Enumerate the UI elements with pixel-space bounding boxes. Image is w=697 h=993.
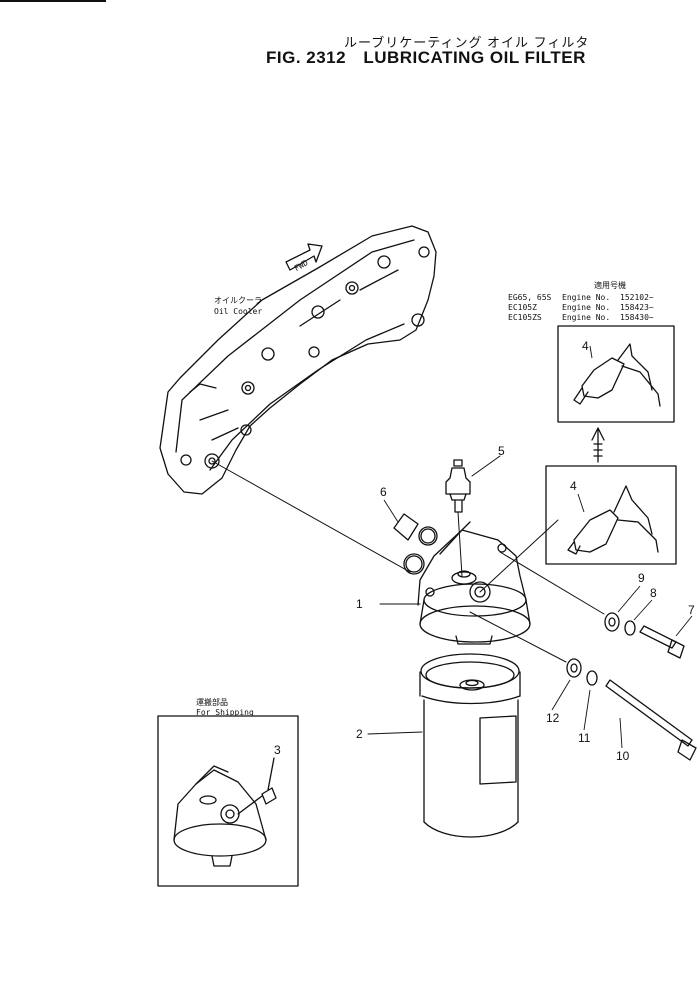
bolt-part-10 bbox=[605, 679, 697, 761]
washer-part-8 bbox=[624, 620, 636, 636]
applicability-engine: Engine No. bbox=[562, 293, 610, 302]
callout-8: 8 bbox=[650, 586, 657, 600]
oil-cooler-label: Oil Cooler bbox=[214, 307, 262, 316]
callout-9: 9 bbox=[638, 571, 645, 585]
washer-part-9 bbox=[604, 612, 620, 632]
washer-part-11 bbox=[586, 670, 598, 686]
callout-4-lower: 4 bbox=[570, 479, 577, 493]
applicability-model: EG65, 65S bbox=[508, 293, 552, 302]
applicability-table: EG65, 65S Engine No. 152102~ EC105Z Engi… bbox=[508, 293, 654, 322]
bolt-part-7 bbox=[639, 625, 685, 659]
page-title-japanese: ルーブリケーティング オイル フィルタ bbox=[344, 35, 590, 50]
assembly-leader-lines bbox=[211, 455, 605, 735]
pressure-switch-part-5 bbox=[445, 459, 471, 513]
callout-11: 11 bbox=[578, 731, 591, 745]
inset-sensor-lower bbox=[545, 465, 677, 565]
callout-1: 1 bbox=[356, 597, 363, 611]
callout-4-upper: 4 bbox=[582, 339, 589, 353]
applicability-serial: 158430~ bbox=[620, 313, 654, 322]
fwd-arrow bbox=[285, 243, 323, 271]
o-rings-part-6 bbox=[393, 513, 438, 575]
shipping-label-jp: 運搬部品 bbox=[196, 697, 228, 707]
callout-5: 5 bbox=[498, 444, 505, 458]
callout-10: 10 bbox=[616, 749, 630, 763]
shipping-label: For Shipping bbox=[196, 708, 254, 717]
serial-header-jp: 適用号機 bbox=[594, 280, 626, 290]
filter-element-part-2 bbox=[419, 653, 521, 838]
applicability-serial: 158423~ bbox=[620, 303, 654, 312]
upgrade-arrow bbox=[591, 427, 605, 463]
filter-head-part-1 bbox=[417, 521, 531, 645]
page-title: FIG. 2312 LUBRICATING OIL FILTER bbox=[266, 48, 598, 68]
inset-shipping bbox=[157, 715, 299, 887]
callout-7: 7 bbox=[688, 603, 695, 617]
callout-2: 2 bbox=[356, 727, 363, 741]
oil-cooler-label-jp: オイルクーラ bbox=[214, 296, 262, 305]
applicability-serial: 152102~ bbox=[620, 293, 654, 302]
figure-title: LUBRICATING OIL FILTER bbox=[363, 48, 586, 67]
top-rule bbox=[0, 0, 106, 2]
callout-leaders bbox=[383, 345, 693, 749]
inset-sensor-upper bbox=[557, 325, 675, 423]
applicability-engine: Engine No. bbox=[562, 303, 610, 312]
applicability-model: EC105ZS bbox=[508, 313, 542, 322]
washer-part-12 bbox=[566, 658, 582, 678]
callout-6: 6 bbox=[380, 485, 387, 499]
callout-12: 12 bbox=[546, 711, 560, 725]
oil-cooler-housing bbox=[159, 225, 437, 495]
figure-number: FIG. 2312 bbox=[266, 48, 347, 67]
callout-3: 3 bbox=[274, 743, 281, 757]
applicability-engine: Engine No. bbox=[562, 313, 610, 322]
applicability-model: EC105Z bbox=[508, 303, 537, 312]
